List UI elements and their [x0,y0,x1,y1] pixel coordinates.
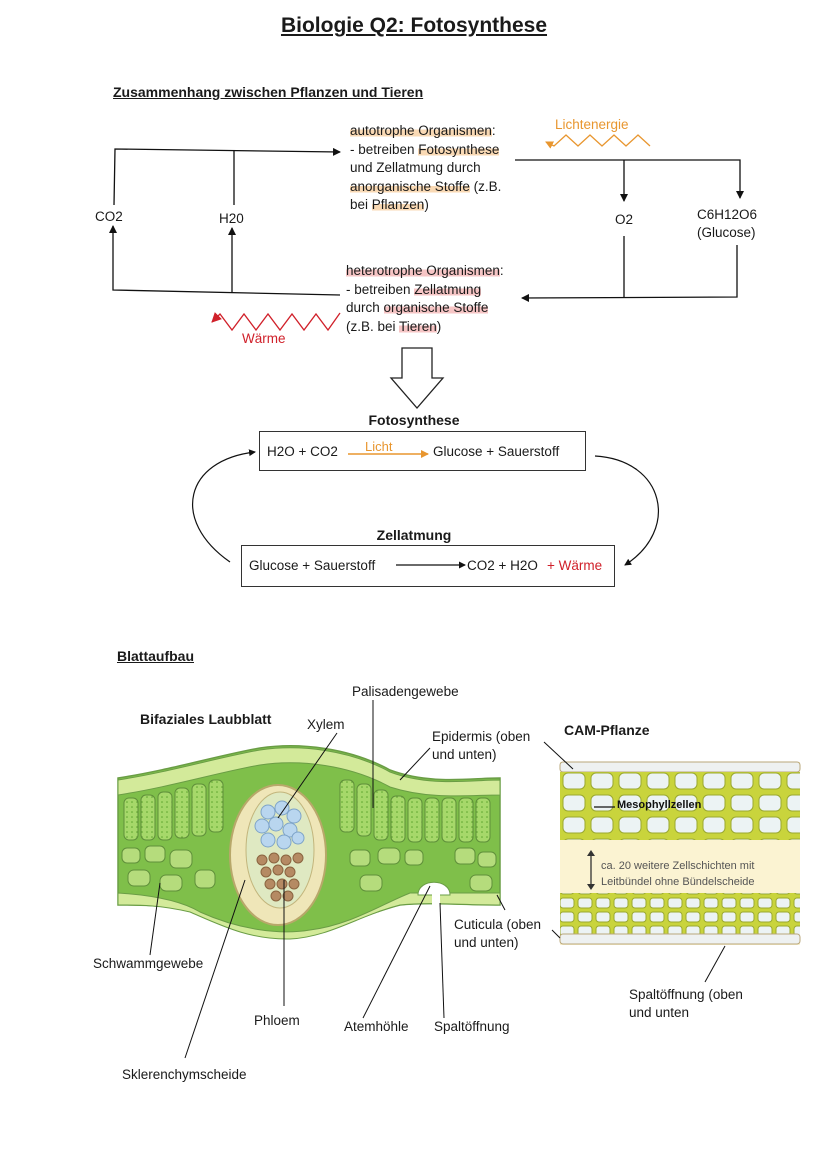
label-phloem: Phloem [254,1013,300,1028]
section-heading-leaf-structure: Blattaufbau [117,648,194,664]
label-o2: O2 [615,212,634,227]
label-heat: Wärme [242,331,286,346]
flow-autotroph-products [515,159,744,202]
bifacial-leaf-title: Bifaziales Laubblatt [140,711,272,727]
heterotroph-term: heterotrophe Organismen [346,263,500,278]
respiration-reactants: Glucose + Sauerstoff [249,558,376,573]
photosynthesis-equation-box: H2O + CO2 Licht Glucose + Sauerstoff [259,431,586,471]
cycle-arrow-right [594,455,659,566]
photosynthesis-reactants: H2O + CO2 [267,444,338,459]
relationship-diagram-lines [109,134,744,409]
big-down-arrow-icon [389,347,445,409]
label-sclerenchyma: Sklerenchymscheide [122,1067,247,1082]
label-light-energy: Lichtenergie [555,117,629,132]
label-co2: CO2 [95,209,123,224]
flow-to-autotroph [113,147,341,206]
label-spongy: Schwammgewebe [93,956,204,971]
light-energy-zigzag [545,134,651,149]
respiration-products: CO2 + H2O [467,558,538,573]
label-cuticula: Cuticula (oben und unten) [454,917,542,950]
flow-to-heterotroph [521,236,738,302]
cam-note: ca. 20 weitere Zellschichten mit Leitbün… [601,860,755,888]
label-xylem: Xylem [307,717,345,732]
respiration-heat: + Wärme [547,558,603,573]
autotroph-term: autotrophe Organismen [350,123,492,138]
heat-zigzag [211,312,341,332]
label-glucose-name: (Glucose) [697,225,756,240]
photosynthesis-products: Glucose + Sauerstoff [433,444,560,459]
label-palisade: Palisadengewebe [352,684,459,699]
section-heading-relationship: Zusammenhang zwischen Pflanzen und Tiere… [113,84,424,100]
cycle-arrows [192,449,659,569]
page-title: Biologie Q2: Fotosynthese [280,14,548,37]
flow-heterotroph-back [109,225,341,296]
autotroph-description: autotrophe Organismen: - betreiben Fotos… [350,123,502,212]
cam-plant-title: CAM-Pflanze [564,722,650,738]
cycle-arrow-left [192,449,256,563]
label-stoma: Spaltöffnung [434,1019,510,1034]
label-mesophyll: Mesophyllzellen [617,799,702,811]
label-glucose-formula: C6H12O6 [697,207,758,222]
photosynthesis-title: Fotosynthese [368,412,460,428]
photosynthesis-condition: Licht [365,439,393,454]
respiration-equation-box: Glucose + Sauerstoff CO2 + H2O + Wärme [241,545,615,587]
heterotroph-description: heterotrophe Organismen: - betreiben Zel… [346,263,504,334]
label-epidermis: Epidermis (oben und unten) [432,729,531,762]
label-air-cavity: Atemhöhle [344,1019,409,1034]
label-h2o: H20 [219,211,244,226]
respiration-title: Zellatmung [376,527,452,543]
label-cam-stoma: Spaltöffnung (oben und unten [629,987,743,1020]
